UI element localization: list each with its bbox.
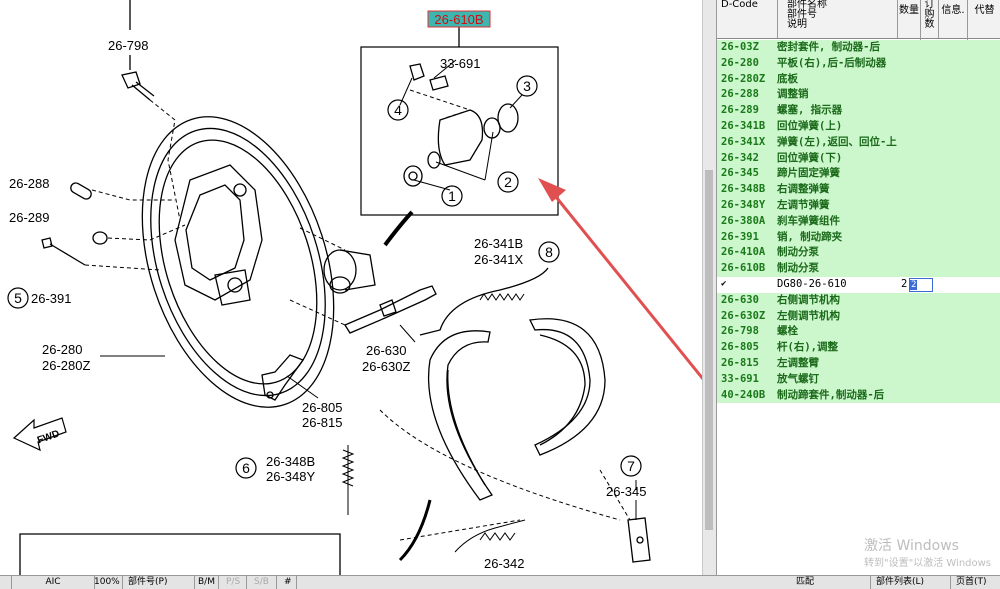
status-part-number-button[interactable]: 部件号(P) (124, 576, 195, 589)
column-quantity[interactable]: 数量 (898, 0, 921, 44)
parts-list-header: D-Code 部件名称 部件号 说明 数量 订购数 信息. 代替 (717, 0, 1000, 44)
part-number: DG80-26-610 (777, 277, 847, 290)
callout-label[interactable]: 26-630 (366, 343, 406, 358)
callout-label[interactable]: 26-805 (302, 400, 342, 415)
activation-watermark: 激活 Windows 转到"设置"以激活 Windows (864, 535, 991, 569)
item-number: 7 (627, 458, 635, 474)
callout-label[interactable]: 26-345 (606, 484, 646, 499)
status-bar: AIC 100% 部件号(P) B/M P/S S/B # 匹配 部件列表(L)… (0, 575, 1000, 589)
callout-label[interactable]: 26-630Z (362, 359, 410, 374)
column-order-quantity[interactable]: 订购数 (921, 0, 939, 38)
callout-label[interactable]: 26-289 (9, 210, 49, 225)
column-info[interactable]: 信息. (939, 0, 968, 44)
watermark-title: 激活 Windows (864, 538, 959, 554)
callout-label[interactable]: 33-691 (440, 56, 480, 71)
callout-label[interactable]: 26-348B (266, 454, 315, 469)
status-grip (0, 576, 12, 589)
column-part-name[interactable]: 部件名称 部件号 说明 (777, 0, 898, 38)
item-number: 2 (504, 174, 512, 190)
fwd-arrow-icon: FWD (12, 417, 67, 452)
callout-label[interactable]: 26-341B (474, 236, 523, 251)
item-number: 5 (14, 290, 22, 306)
watermark-subtitle: 转到"设置"以激活 Windows (864, 558, 992, 569)
column-dcode[interactable]: D-Code (717, 0, 778, 38)
highlight-label[interactable]: 26-610B (434, 12, 483, 27)
order-quantity-input[interactable]: 2 (909, 277, 933, 292)
annotation-arrow-icon (538, 178, 764, 453)
selected-part-row[interactable]: ✔ DG80-26-610 2 2 (717, 276, 1000, 293)
status-aic[interactable]: AIC (12, 576, 95, 589)
callout-label[interactable]: 26-391 (31, 291, 71, 306)
callout-label[interactable]: 26-288 (9, 176, 49, 191)
callout-label[interactable]: 26-815 (302, 415, 342, 430)
quantity-value: 2 (901, 277, 908, 290)
parts-diagram: 26-610B 33-691 26-798 26-288 26-289 26-3… (7, 0, 764, 575)
callout-label[interactable]: 26-348Y (266, 469, 315, 484)
item-number: 6 (242, 460, 250, 476)
item-number: 4 (394, 102, 402, 118)
status-sb-button[interactable]: S/B (250, 576, 277, 589)
callout-label[interactable]: 26-341X (474, 252, 523, 267)
item-number: 8 (545, 244, 553, 260)
item-number: 3 (523, 78, 531, 94)
scrollbar-thumb[interactable] (705, 170, 713, 530)
status-bm-button[interactable]: B/M (194, 576, 219, 589)
callout-label[interactable]: 26-280Z (42, 358, 90, 373)
page-top-button[interactable]: 页首(T) (956, 577, 987, 587)
parts-list-button[interactable]: 部件列表(L) (872, 576, 951, 589)
item-number: 1 (448, 188, 456, 204)
status-ps-button[interactable]: P/S (222, 576, 247, 589)
exploded-view-drawing: 26-610B 33-691 26-798 26-288 26-289 26-3… (7, 0, 764, 575)
callout-label[interactable]: 26-342 (484, 556, 524, 571)
status-zoom[interactable]: 100% (90, 576, 123, 589)
diagram-scrollbar[interactable] (702, 0, 716, 575)
match-button[interactable]: 匹配 (792, 576, 871, 589)
callout-label[interactable]: 26-798 (108, 38, 148, 53)
callout-label[interactable]: 26-280 (42, 342, 82, 357)
row-checkbox[interactable]: ✔ (721, 278, 727, 289)
column-substitute[interactable]: 代替 (974, 5, 995, 16)
status-hash-button[interactable]: # (280, 576, 297, 589)
